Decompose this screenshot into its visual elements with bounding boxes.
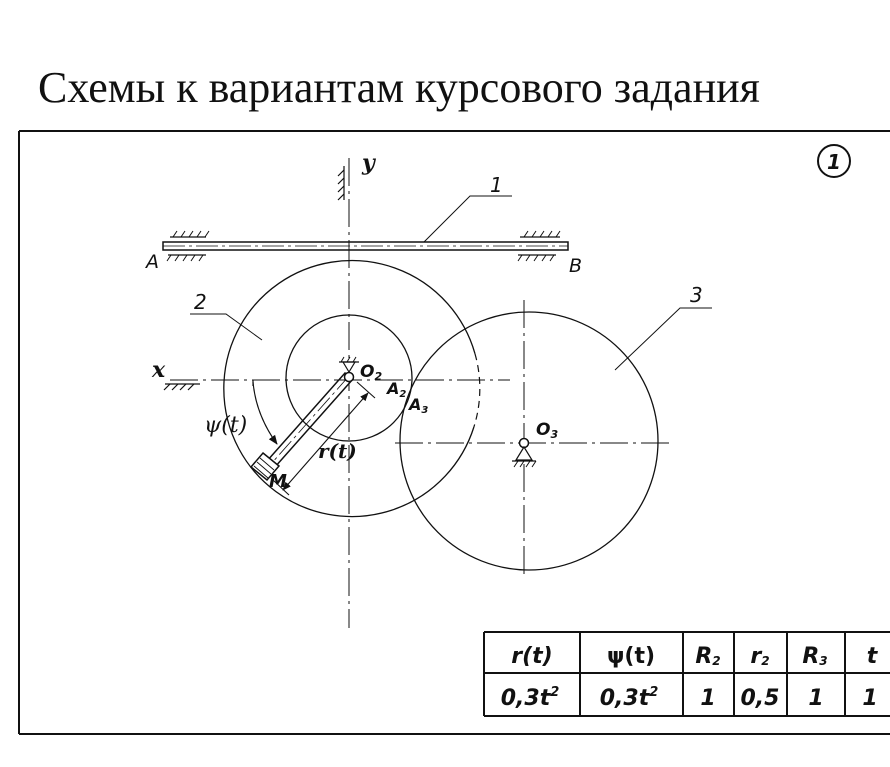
- table-value-cell: 0,5: [741, 686, 780, 711]
- contact-a3-label: A3: [407, 395, 428, 416]
- x-axis-label: x: [151, 357, 166, 383]
- variant-badge: 1: [817, 144, 851, 178]
- wheel-2-leader: [190, 313, 263, 341]
- wheel-3-number-label: 3: [690, 283, 703, 307]
- data-table: r(t) ψ(t) R2 r2 R3 t 0,3t2 0,3t2 1 0,5 1…: [483, 631, 890, 717]
- angle-psi-label: ψ(t): [204, 413, 247, 438]
- table-header-cell: t: [867, 644, 879, 669]
- page-title: Схемы к вариантам курсового задания: [38, 63, 760, 112]
- angle-psi: [252, 380, 278, 445]
- table-value-cell: 1: [808, 686, 823, 711]
- radius-r-label: r(t): [318, 439, 357, 463]
- axes: [170, 158, 672, 628]
- variant-number: 1: [827, 150, 841, 174]
- table-value-cell: 0,3t2: [501, 685, 560, 711]
- wheel-2-outer-hidden: [473, 353, 481, 428]
- table-header-cell: R3: [802, 644, 827, 669]
- rail-1: [162, 195, 569, 262]
- center-o3: [512, 437, 537, 468]
- center-o2: [339, 356, 359, 383]
- table-header-cell: r(t): [511, 644, 552, 669]
- wheel-2-number-label: 2: [194, 290, 207, 314]
- table-header-cell: r2: [750, 644, 769, 669]
- axis-hatching: [163, 166, 345, 391]
- table-value-cell: 0,3t2: [600, 685, 659, 711]
- table-value-cell: 1: [862, 686, 877, 711]
- wheel-3: [399, 311, 659, 571]
- contact-a2-label: A2: [385, 379, 406, 400]
- table-header-cell: R2: [695, 644, 720, 669]
- y-axis-label: y: [361, 150, 377, 176]
- wheel-2-outer: [223, 259, 476, 518]
- frame: [18, 130, 890, 735]
- table-value-cell: 1: [700, 686, 715, 711]
- point-m-label: M: [269, 471, 287, 492]
- point-a-label: A: [144, 251, 159, 273]
- point-b-label: B: [569, 255, 582, 277]
- wheel-3-leader: [614, 307, 712, 371]
- rail-number-label: 1: [490, 173, 503, 197]
- dimension-r: [272, 381, 376, 496]
- center-o3-label: O3: [536, 420, 558, 441]
- table-header-cell: ψ(t): [607, 644, 655, 669]
- center-o2-label: O2: [360, 362, 382, 383]
